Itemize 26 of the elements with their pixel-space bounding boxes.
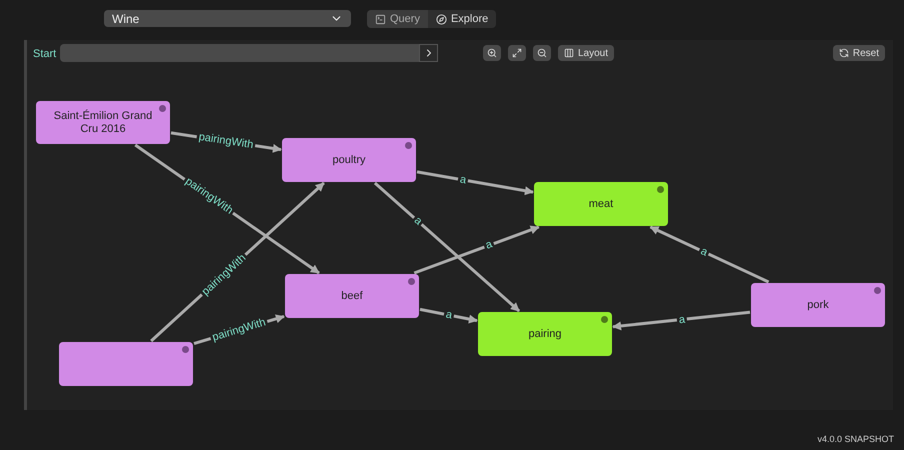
node-box [751, 283, 885, 327]
arrow [374, 182, 520, 312]
node-box [285, 274, 419, 318]
layout-button: Layout [558, 45, 614, 61]
arrow [650, 226, 770, 284]
version-label: v4.0.0 SNAPSHOT [817, 433, 894, 446]
dataset-dropdown: Wine [104, 10, 351, 27]
arrow [420, 308, 478, 324]
arrow [612, 310, 750, 330]
node-label: Saint-Émilion Grand Cru 2016 [52, 110, 154, 136]
query-tab: Query [367, 10, 428, 28]
node-label: meat [588, 198, 614, 210]
start-label: Start [33, 47, 56, 62]
node-label: pairing [527, 328, 563, 340]
explore-tab: Explore [428, 10, 496, 28]
node-box [282, 138, 416, 182]
arrow [416, 170, 534, 196]
node-box [534, 182, 668, 226]
node-label: pork [806, 298, 830, 312]
node-box [36, 101, 170, 144]
node-label: poultry [331, 154, 367, 166]
reset-button: Reset [832, 45, 885, 61]
node-box [478, 312, 612, 356]
node-label: beef [340, 290, 364, 302]
arrow [414, 226, 540, 274]
node-box [59, 342, 193, 386]
